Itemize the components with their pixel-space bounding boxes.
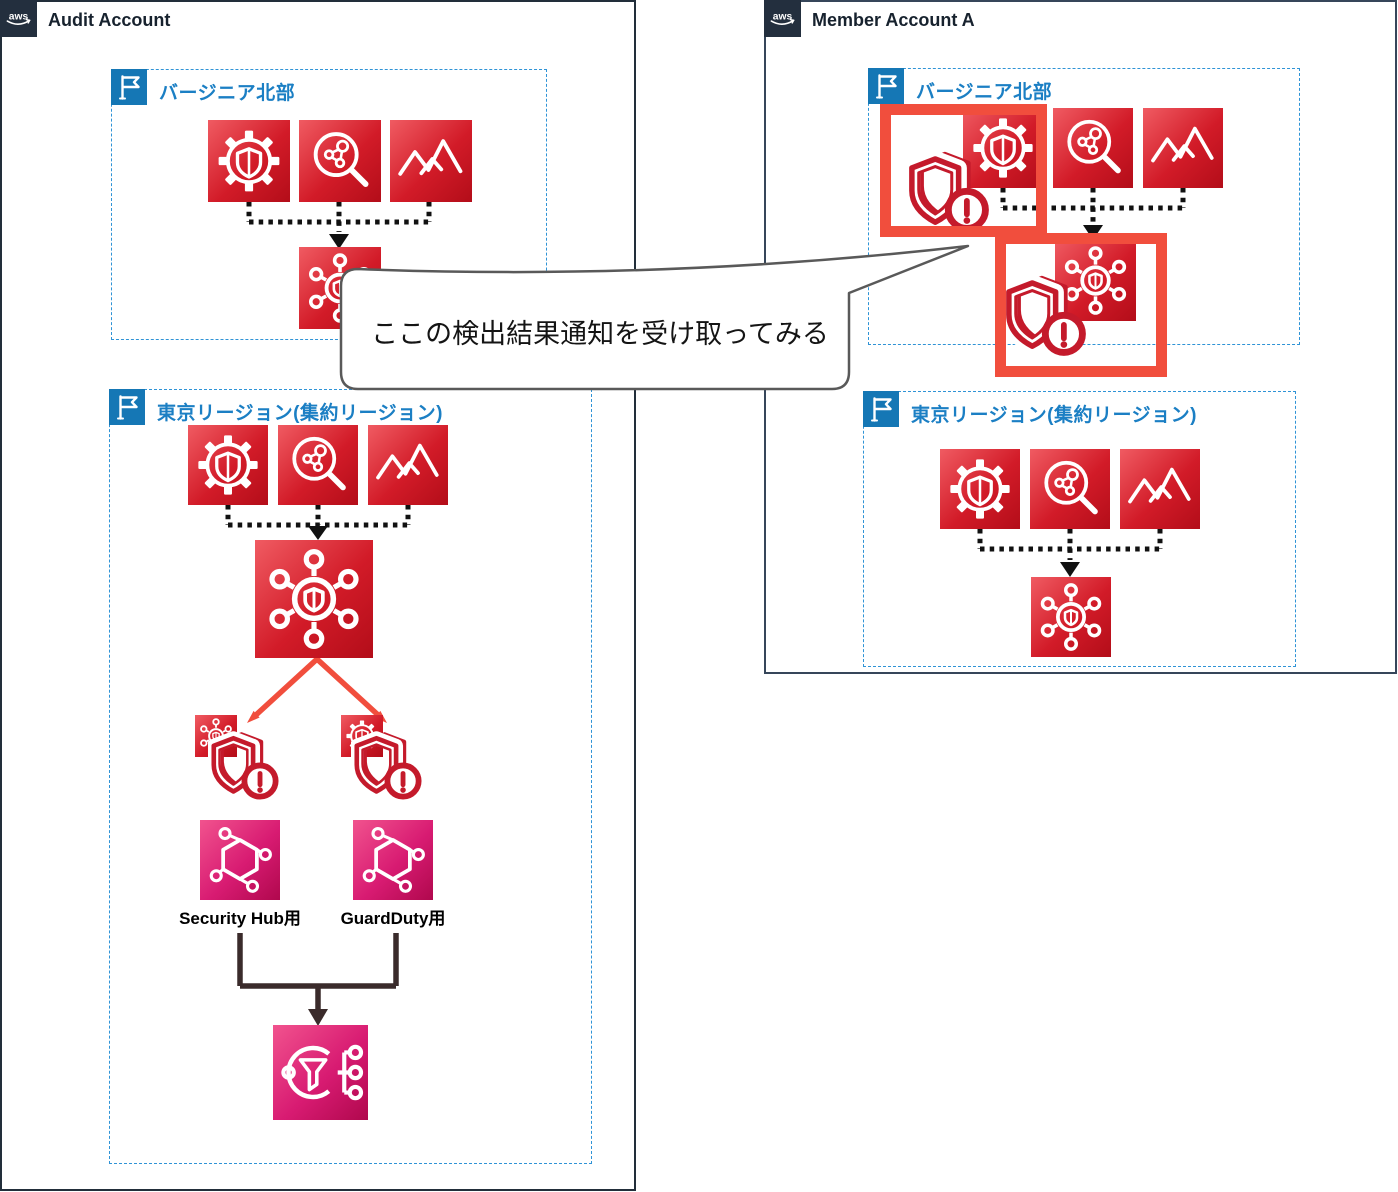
guardduty-icon bbox=[940, 449, 1020, 529]
member-tokyo-region: 東京リージョン(集約リージョン) bbox=[863, 391, 1296, 667]
audit-account-box: Audit Account バージニア北部 東京リージョン(集約リージョン) bbox=[0, 0, 636, 1191]
dotted-flow-connector bbox=[1000, 188, 1186, 240]
detective-icon bbox=[278, 425, 358, 505]
region-label: 東京リージョン(集約リージョン) bbox=[157, 403, 443, 424]
macie-icon bbox=[368, 425, 448, 505]
dotted-flow-connector bbox=[977, 529, 1163, 577]
region-flag-icon bbox=[111, 69, 147, 105]
aws-logo-icon bbox=[764, 0, 801, 37]
detective-icon bbox=[1053, 108, 1133, 188]
detective-icon bbox=[299, 120, 381, 202]
audit-virginia-region: バージニア北部 bbox=[111, 69, 547, 340]
callout-bubble bbox=[330, 236, 980, 396]
region-flag-icon bbox=[868, 68, 904, 104]
eventbridge-rule-icon-guardduty bbox=[353, 820, 433, 900]
security-hub-icon bbox=[1031, 577, 1111, 657]
member-virginia-region: バージニア北部 bbox=[868, 68, 1300, 345]
finding-alert-icon bbox=[208, 729, 282, 803]
aws-logo-icon bbox=[0, 0, 37, 37]
eventbridge-rule-label-security-hub: Security Hub用 bbox=[179, 909, 301, 928]
finding-alert-icon bbox=[351, 729, 425, 803]
member-account-title: Member Account A bbox=[812, 10, 975, 30]
macie-icon bbox=[390, 120, 472, 202]
security-hub-icon bbox=[1055, 240, 1136, 321]
sns-topic-icon bbox=[273, 1025, 368, 1120]
dotted-flow-connector bbox=[246, 202, 432, 249]
region-label: バージニア北部 bbox=[159, 83, 296, 104]
macie-icon bbox=[1143, 108, 1223, 188]
guardduty-icon bbox=[963, 108, 1043, 188]
guardduty-icon bbox=[208, 120, 290, 202]
member-account-box: Member Account A バージニア北部 東京リージョン( bbox=[764, 0, 1397, 674]
merge-bracket-connector bbox=[237, 933, 399, 1027]
audit-account-title: Audit Account bbox=[48, 10, 171, 30]
eventbridge-rule-icon-security-hub bbox=[200, 820, 280, 900]
macie-icon bbox=[1120, 449, 1200, 529]
audit-tokyo-region: 東京リージョン(集約リージョン) bbox=[109, 389, 592, 1164]
detective-icon bbox=[1030, 449, 1110, 529]
highlight-box-security-hub-finding bbox=[995, 233, 1167, 377]
eventbridge-rule-label-guardduty: GuardDuty用 bbox=[340, 909, 446, 928]
guardduty-icon bbox=[188, 425, 268, 505]
region-label: バージニア北部 bbox=[916, 82, 1053, 103]
region-flag-icon bbox=[109, 389, 145, 425]
region-label: 東京リージョン(集約リージョン) bbox=[911, 405, 1197, 426]
region-flag-icon bbox=[863, 391, 899, 427]
security-hub-aggregator-icon bbox=[255, 540, 373, 658]
callout-text: ここの検出結果通知を受け取ってみる bbox=[371, 319, 829, 349]
dotted-flow-connector bbox=[225, 505, 411, 540]
highlight-box-guardduty-finding bbox=[880, 104, 1047, 237]
